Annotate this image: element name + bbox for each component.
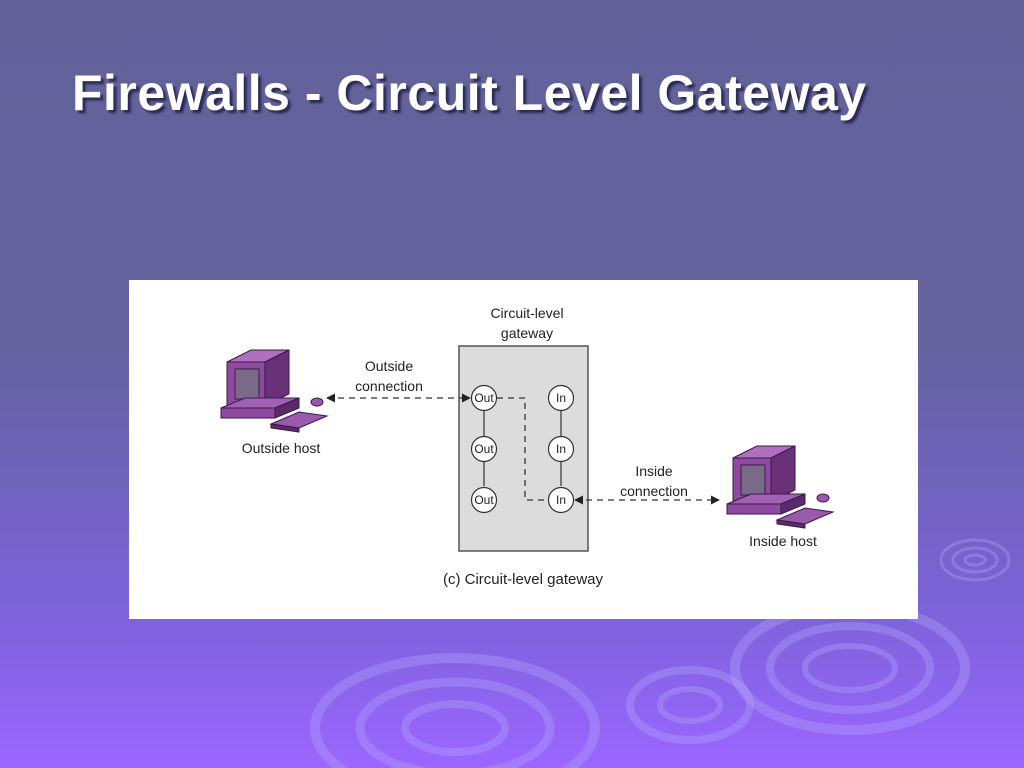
diagram-caption: (c) Circuit-level gateway [443,571,604,588]
inside-connection-line1: Inside [635,463,673,479]
outside-host-computer-icon [220,349,329,433]
in-port-1: In [547,384,575,412]
circuit-level-gateway-diagram: Circuit-level gateway Out Out Out In [220,305,835,588]
svg-text:In: In [556,391,566,405]
diagram-panel: Circuit-level gateway Out Out Out In [129,280,918,619]
outside-connection-line2: connection [355,378,423,394]
outside-connection-line1: Outside [365,358,413,374]
svg-text:Out: Out [474,442,494,456]
inside-connection-line2: connection [620,483,688,499]
inside-host-computer-icon [726,445,835,529]
out-port-3: Out [470,486,498,514]
gateway-label-line2: gateway [501,325,553,341]
svg-text:In: In [556,493,566,507]
slide-title: Firewalls - Circuit Level Gateway [72,65,867,121]
outside-host-label: Outside host [242,440,321,456]
internal-circuit-path [497,397,548,501]
in-port-3: In [547,486,575,514]
out-port-1: Out [470,384,498,412]
svg-text:Out: Out [474,493,494,507]
out-port-2: Out [470,435,498,463]
svg-text:Out: Out [474,391,494,405]
inside-host-label: Inside host [749,533,817,549]
svg-text:In: In [556,442,566,456]
gateway-label-line1: Circuit-level [490,305,563,321]
in-port-2: In [547,435,575,463]
